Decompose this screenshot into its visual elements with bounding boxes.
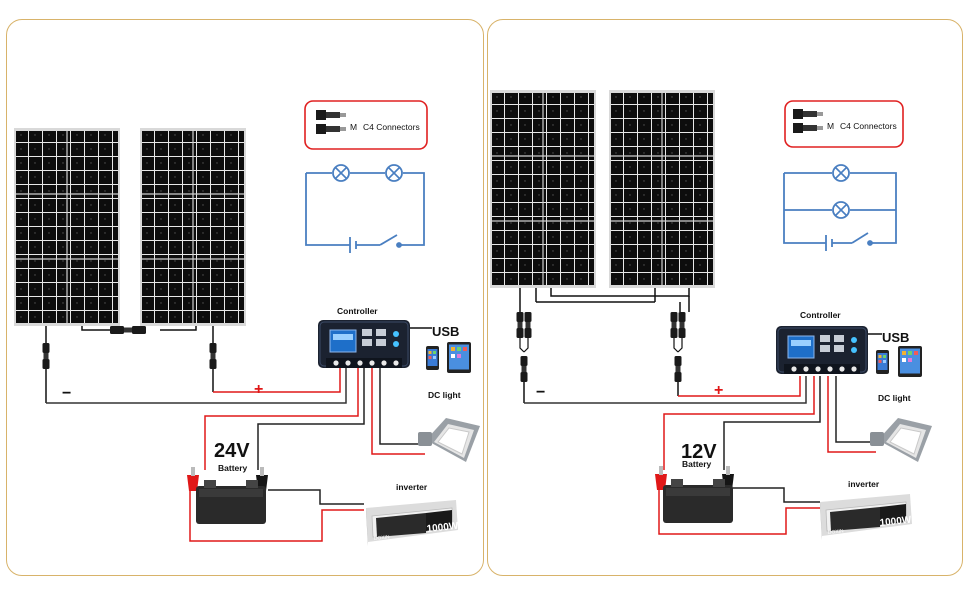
usb-label: USB: [882, 330, 909, 345]
mc4-prefix: M: [350, 122, 357, 132]
parallel-wiring: [519, 288, 690, 312]
bulb-icon: [385, 164, 403, 182]
series-schematic: [305, 172, 425, 253]
solar-panel-1: [489, 89, 597, 289]
phone-icon: [876, 350, 889, 374]
battery-positive-wire: [663, 376, 815, 470]
tablet-icon: [898, 346, 922, 377]
solar-panel-2: [139, 127, 247, 327]
positive-sign: +: [254, 381, 263, 398]
bulb-icon: [832, 164, 850, 182]
inverter-negative-wire: [733, 487, 820, 503]
light-negative-wire: [835, 376, 876, 443]
solar-panel-1: [13, 127, 121, 327]
mc4-connector-negative: [520, 356, 528, 382]
pv-negative-wire: [46, 368, 347, 404]
mc4-connector: [670, 312, 678, 338]
pv-positive-wire: [213, 368, 341, 393]
mc4-connector: [678, 312, 686, 338]
dc-light-label: DC light: [878, 393, 911, 403]
tablet-icon: [447, 342, 471, 373]
inverter-label: inverter: [396, 482, 428, 492]
battery-positive-wire: [204, 368, 359, 470]
controller-label: Controller: [800, 310, 841, 320]
inverter-display: 1000W: [879, 515, 912, 529]
mc4-prefix: M: [827, 121, 834, 131]
battery: [663, 479, 733, 523]
mc4-label: C4 Connectors: [363, 122, 420, 132]
light-negative-wire: [379, 368, 425, 445]
inverter-brand: DOXIN: [828, 528, 845, 536]
battery-negative-wire: [723, 376, 821, 470]
battery-label: Battery: [682, 459, 712, 469]
right-diagram: − + Controller USB DC light 12V Battery …: [489, 89, 933, 541]
dc-light-label: DC light: [428, 390, 461, 400]
inverter-display: 1000W: [426, 521, 459, 535]
mc4-connector-positive: [209, 343, 217, 369]
inverter-negative-wire: [268, 489, 364, 505]
parallel-schematic: [783, 172, 897, 251]
inverter-positive-wire: [658, 488, 820, 535]
battery-negative-wire: [257, 368, 365, 470]
inverter-brand: DOXIN: [374, 534, 391, 542]
charge-controller: [775, 325, 869, 375]
inverter-label: inverter: [848, 479, 880, 489]
usb-label: USB: [432, 324, 459, 339]
mc4-connector-negative: [42, 343, 50, 369]
mc4-connector-positive: [674, 356, 682, 382]
mc4-callout: M C4 Connectors: [304, 100, 428, 150]
mc4-connector: [516, 312, 524, 338]
negative-sign: −: [62, 385, 71, 402]
bulb-icon: [832, 201, 850, 219]
left-diagram: − + Controller USB DC light 24V Battery …: [13, 100, 481, 547]
mc4-label: C4 Connectors: [840, 121, 897, 131]
battery-voltage: 12V: [681, 441, 717, 463]
negative-sign: −: [536, 384, 545, 401]
solar-panel-2: [608, 89, 716, 289]
battery: [196, 480, 266, 524]
positive-sign: +: [714, 382, 723, 399]
bulb-icon: [332, 164, 350, 182]
series-link-cable: [81, 326, 197, 334]
battery-label: Battery: [218, 463, 248, 473]
inverter-positive-wire: [189, 490, 364, 542]
charge-controller: [317, 319, 411, 369]
dc-flood-light: [417, 417, 481, 463]
mc4-connector: [524, 312, 532, 338]
controller-label: Controller: [337, 306, 378, 316]
pv-negative-wire: [524, 376, 807, 404]
pv-positive-wire: [678, 376, 801, 397]
mc4-callout: M C4 Connectors: [784, 100, 904, 148]
light-positive-wire: [371, 368, 425, 455]
battery-voltage: 24V: [214, 440, 250, 462]
light-positive-wire: [827, 376, 876, 453]
dc-flood-light: [869, 417, 933, 463]
phone-icon: [426, 346, 439, 370]
